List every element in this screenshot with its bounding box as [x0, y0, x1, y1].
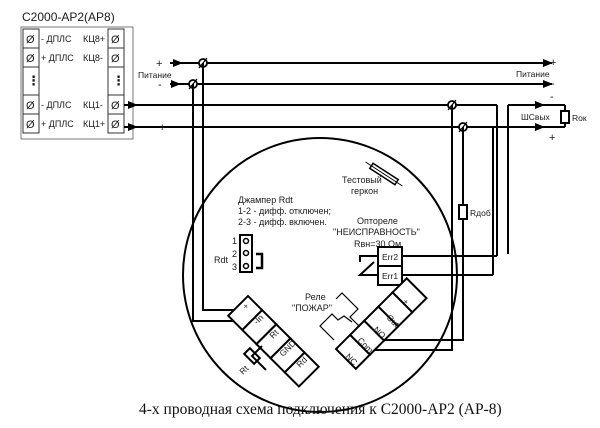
detector-body — [182, 137, 458, 413]
power-minus-drop — [192, 84, 245, 322]
reed-label-1: Тестовый — [342, 175, 382, 185]
jumper-line-2: 2-3 - дифф. включен. — [238, 217, 327, 227]
jumper-title: Джампер Rdt — [238, 195, 293, 205]
optorelay-label-1: Оптореле — [357, 216, 398, 226]
jumper-pin-3: 3 — [232, 262, 237, 272]
terminal-kc8-plus: КЦ8+ — [83, 34, 105, 44]
jumper-rdt[interactable] — [239, 234, 264, 273]
rt-wire — [250, 345, 267, 371]
optorelay-contact-bottom — [357, 261, 378, 276]
kc1-plus-sign: + — [159, 122, 165, 134]
relay-contact-icon — [319, 292, 361, 341]
diagram-caption: 4-х проводная схема подключения к С2000-… — [139, 401, 502, 418]
reed-label-2: геркон — [351, 186, 378, 196]
terminal-symbol: Ø — [111, 100, 120, 112]
rt-label: Rt — [237, 363, 251, 377]
rdob-label: Rдоб — [470, 208, 491, 218]
terminal-err1 — [377, 265, 403, 286]
terminal-symbol: Ø — [111, 53, 120, 65]
terminal-block-left — [226, 294, 321, 388]
device-block — [20, 26, 134, 140]
power-label-left: Питание — [138, 70, 172, 80]
out-label: ШСвых — [521, 112, 551, 122]
optorelay-contact-top — [359, 255, 378, 262]
out-plus-sign: + — [549, 132, 555, 144]
device-title: С2000-АР2(АР8) — [22, 10, 115, 24]
power-plus-drop — [202, 63, 240, 311]
relay-com-wire — [375, 340, 453, 351]
out-minus-sign: - — [550, 91, 554, 103]
relay-label-1: Реле — [305, 292, 326, 302]
terminal-plus-left: + — [240, 301, 251, 312]
jumper-pin-1: 1 — [232, 236, 237, 246]
power-plus-left: + — [156, 58, 162, 70]
optorelay-label-2: "НЕИСПРАВНОСТЬ" — [333, 227, 420, 237]
rok-label: Rок — [572, 113, 587, 123]
err2-label: Err2 — [382, 252, 398, 262]
terminal-symbol: Ø — [111, 34, 120, 46]
optorelay-label-3: Rвн=30 Ом — [354, 239, 401, 249]
reed-switch-icon — [365, 161, 403, 187]
terminal-dpls-minus: - ДПЛС — [41, 100, 72, 110]
terminal-symbol: Ø — [26, 34, 35, 46]
jumper-name: Rdt — [214, 255, 229, 265]
terminal-block-right — [334, 276, 428, 371]
terminal-kc1-plus: КЦ1+ — [83, 119, 105, 129]
terminal-kc8-minus: КЦ8- — [83, 53, 103, 63]
terminal-symbol: Ø — [26, 119, 35, 131]
jumper-line-1: 1-2 - дифф. отключен; — [238, 206, 331, 216]
ellipsis-left: ⋮ — [27, 73, 40, 88]
terminal-kc1-minus: КЦ1- — [83, 100, 103, 110]
resistor-rdob — [458, 204, 468, 220]
terminal-symbol: Ø — [26, 100, 35, 112]
terminal-plus-right: + — [401, 296, 412, 307]
err1-label: Err1 — [382, 271, 398, 281]
resistor-rok — [560, 110, 570, 124]
terminal-dpls-plus: + ДПЛС — [41, 119, 74, 129]
relay-label-2: "ПОЖАР" — [292, 303, 332, 313]
terminal-symbol: Ø — [111, 119, 120, 131]
power-minus-left: - — [158, 79, 162, 91]
terminal-symbol: Ø — [26, 53, 35, 65]
power-label-right: Питание — [516, 69, 550, 79]
power-plus-right: + — [550, 57, 556, 69]
terminal-dpls-plus: + ДПЛС — [41, 53, 74, 63]
power-minus-right: - — [551, 78, 555, 90]
terminal-dpls-minus: - ДПЛС — [41, 34, 72, 44]
jumper-pin-2: 2 — [232, 249, 237, 259]
relay-no-wire — [385, 330, 464, 341]
ellipsis-right: ⋮ — [112, 73, 125, 88]
